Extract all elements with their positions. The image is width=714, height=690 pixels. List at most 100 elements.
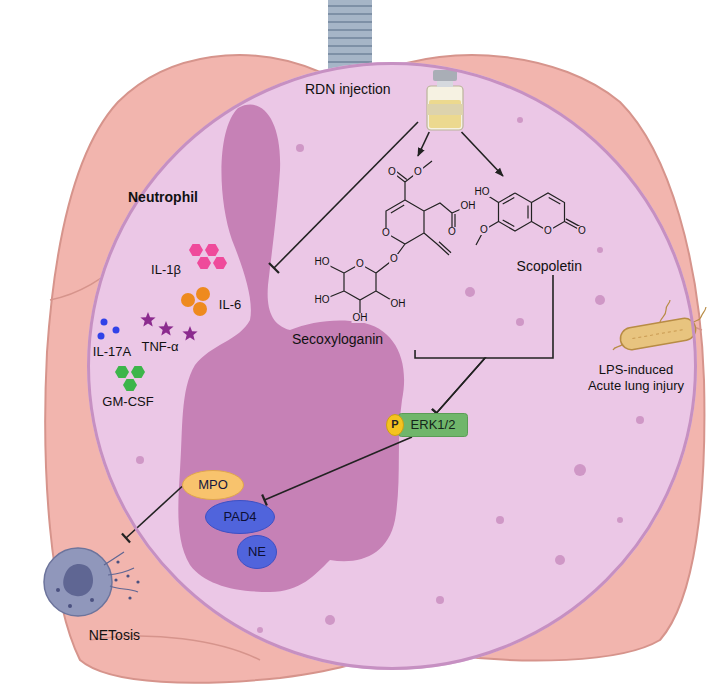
node-text: MPO <box>198 477 228 493</box>
atom-label: O <box>413 167 423 177</box>
netosis-node: NETosis <box>38 538 148 646</box>
il1b-symbol <box>205 244 219 256</box>
node-text: Secoxyloganin <box>292 331 383 348</box>
compound-node: Scopoletin <box>474 176 590 275</box>
granules <box>296 144 304 152</box>
node-shape <box>183 471 244 500</box>
arrow-connector <box>462 132 504 176</box>
il6-symbol <box>181 293 195 307</box>
granules <box>516 318 524 326</box>
lungs <box>45 55 704 683</box>
inhibition-bar <box>269 263 279 273</box>
node-text: Scopoletin <box>517 258 582 275</box>
node-shape <box>399 414 468 437</box>
phospho-badge: P <box>386 414 404 436</box>
bacterium <box>619 317 698 352</box>
atom-label: O <box>543 226 553 236</box>
tnf-symbol <box>182 326 197 340</box>
cell-nucleus <box>63 564 93 596</box>
vial-band <box>427 104 463 115</box>
atom-label: OH <box>390 299 407 309</box>
flagellum <box>692 307 706 324</box>
net-dot <box>116 560 119 563</box>
gmcsf-symbol <box>115 366 129 378</box>
il17a-symbol <box>98 333 105 340</box>
node-shape <box>89 64 696 669</box>
net-dot <box>136 580 139 583</box>
flagellum <box>613 344 623 350</box>
cytokine-label: IL-6 <box>219 297 241 313</box>
node-shape <box>387 415 404 436</box>
node-text: NETosis <box>89 627 140 644</box>
il17a-symbol <box>101 319 108 326</box>
enzyme-ellipse: PAD4 <box>205 500 275 534</box>
node-text: RDN injection <box>305 81 391 98</box>
il1b-symbol <box>213 257 227 269</box>
nucleus <box>178 105 404 592</box>
atom-label: O <box>381 228 391 238</box>
double-bond <box>503 198 584 229</box>
granule <box>90 598 94 602</box>
cell-body <box>44 548 112 616</box>
granules <box>325 615 335 625</box>
net-dot <box>114 578 117 581</box>
vial-cap <box>433 70 457 81</box>
enzyme-ellipse: MPO <box>182 470 244 500</box>
cytokine-label: GM-CSF <box>102 394 153 410</box>
condition-label: LPS-induced Acute lung injury <box>584 362 688 393</box>
il17a-symbol <box>113 327 120 334</box>
granules <box>555 555 565 565</box>
arrow-connector <box>418 132 429 156</box>
trachea-rings <box>328 6 372 70</box>
il6-symbol <box>196 287 210 301</box>
granules <box>636 416 644 424</box>
il6-symbol <box>193 302 207 316</box>
cytokines <box>98 244 228 391</box>
il1b-symbol <box>189 244 203 256</box>
node-text: NE <box>248 544 266 560</box>
net-dot <box>126 574 129 577</box>
bacterium-body <box>619 317 698 352</box>
cytokine-label: TNF-α <box>141 339 178 355</box>
atom-label: O <box>577 226 587 236</box>
atom-label: O <box>479 225 489 235</box>
inhibition-connector <box>437 275 553 413</box>
inhibition-connector <box>415 350 485 413</box>
double-bond <box>391 170 455 253</box>
tnf-symbol <box>158 321 173 335</box>
atom-label: OH <box>352 313 369 323</box>
granules <box>257 627 263 633</box>
compound-node: Secoxyloganin <box>290 156 472 350</box>
neutrophil-cytoplasm <box>87 62 697 670</box>
granules <box>517 117 523 123</box>
granule <box>68 604 72 608</box>
drug-label: RDN injection <box>300 72 470 132</box>
cytokine-label: IL-1β <box>151 262 181 278</box>
enzyme-ellipse: NE <box>237 535 277 569</box>
atom-label: O <box>387 167 397 177</box>
atom-label: O <box>355 259 365 269</box>
atom-label: HO <box>474 187 491 197</box>
gmcsf-symbol <box>123 379 137 391</box>
nucleus-inhibition <box>269 122 418 273</box>
inhibition-connector <box>265 437 413 500</box>
secoxyloganin-structure <box>322 161 468 318</box>
granules <box>436 596 444 604</box>
granules <box>465 287 475 297</box>
vial-body <box>427 86 463 130</box>
node-text: Neutrophil <box>128 189 198 206</box>
inhibition-line <box>274 122 418 268</box>
atom-label: HO <box>314 295 331 305</box>
atom-label: OH <box>460 201 477 211</box>
node-shape <box>206 501 275 534</box>
granules <box>574 464 586 476</box>
atom-label: HO <box>314 257 331 267</box>
gmcsf-symbol <box>131 366 145 378</box>
vial-neck <box>437 80 453 87</box>
netosis-cell <box>44 548 140 616</box>
node-text: P <box>391 418 398 431</box>
granules <box>597 247 603 253</box>
vial-icon <box>427 70 463 130</box>
il1b-symbol <box>197 257 211 269</box>
